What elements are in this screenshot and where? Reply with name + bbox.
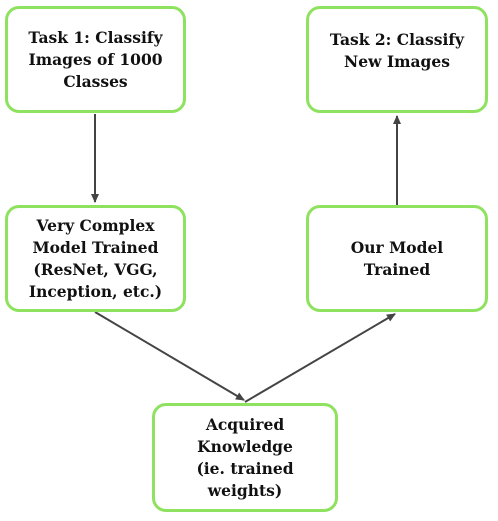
edge-complex-model-to-knowledge: [94, 311, 245, 401]
task2-line-2: New Images: [344, 51, 450, 71]
task1-line-3: Classes: [63, 71, 128, 91]
task1-node: Task 1: Classify Images of 1000 Classes: [5, 6, 186, 113]
our-model-line-1: Our Model: [350, 237, 444, 257]
task2-line-1: Task 2: Classify: [329, 29, 465, 49]
knowledge-line-1: Acquired: [205, 414, 285, 434]
acquired-knowledge-node: Acquired Knowledge (ie. trained weights): [152, 403, 338, 512]
complex-model-line-3: (ResNet, VGG,: [33, 259, 158, 279]
our-model-line-2: Trained: [363, 259, 431, 279]
complex-model-node: Very Complex Model Trained (ResNet, VGG,…: [5, 205, 186, 312]
edge-knowledge-to-our-model: [244, 313, 396, 403]
complex-model-line-4: Inception, etc.): [28, 281, 163, 301]
knowledge-line-4: weights): [207, 480, 283, 500]
knowledge-line-2: Knowledge: [197, 436, 293, 456]
our-model-node: Our Model Trained: [306, 205, 488, 312]
complex-model-line-1: Very Complex: [36, 215, 155, 235]
task1-line-2: Images of 1000: [28, 49, 163, 69]
complex-model-line-2: Model Trained: [32, 237, 159, 257]
task2-node: Task 2: Classify New Images: [306, 6, 488, 113]
knowledge-line-3: (ie. trained: [196, 458, 294, 478]
task1-line-1: Task 1: Classify: [28, 27, 163, 47]
